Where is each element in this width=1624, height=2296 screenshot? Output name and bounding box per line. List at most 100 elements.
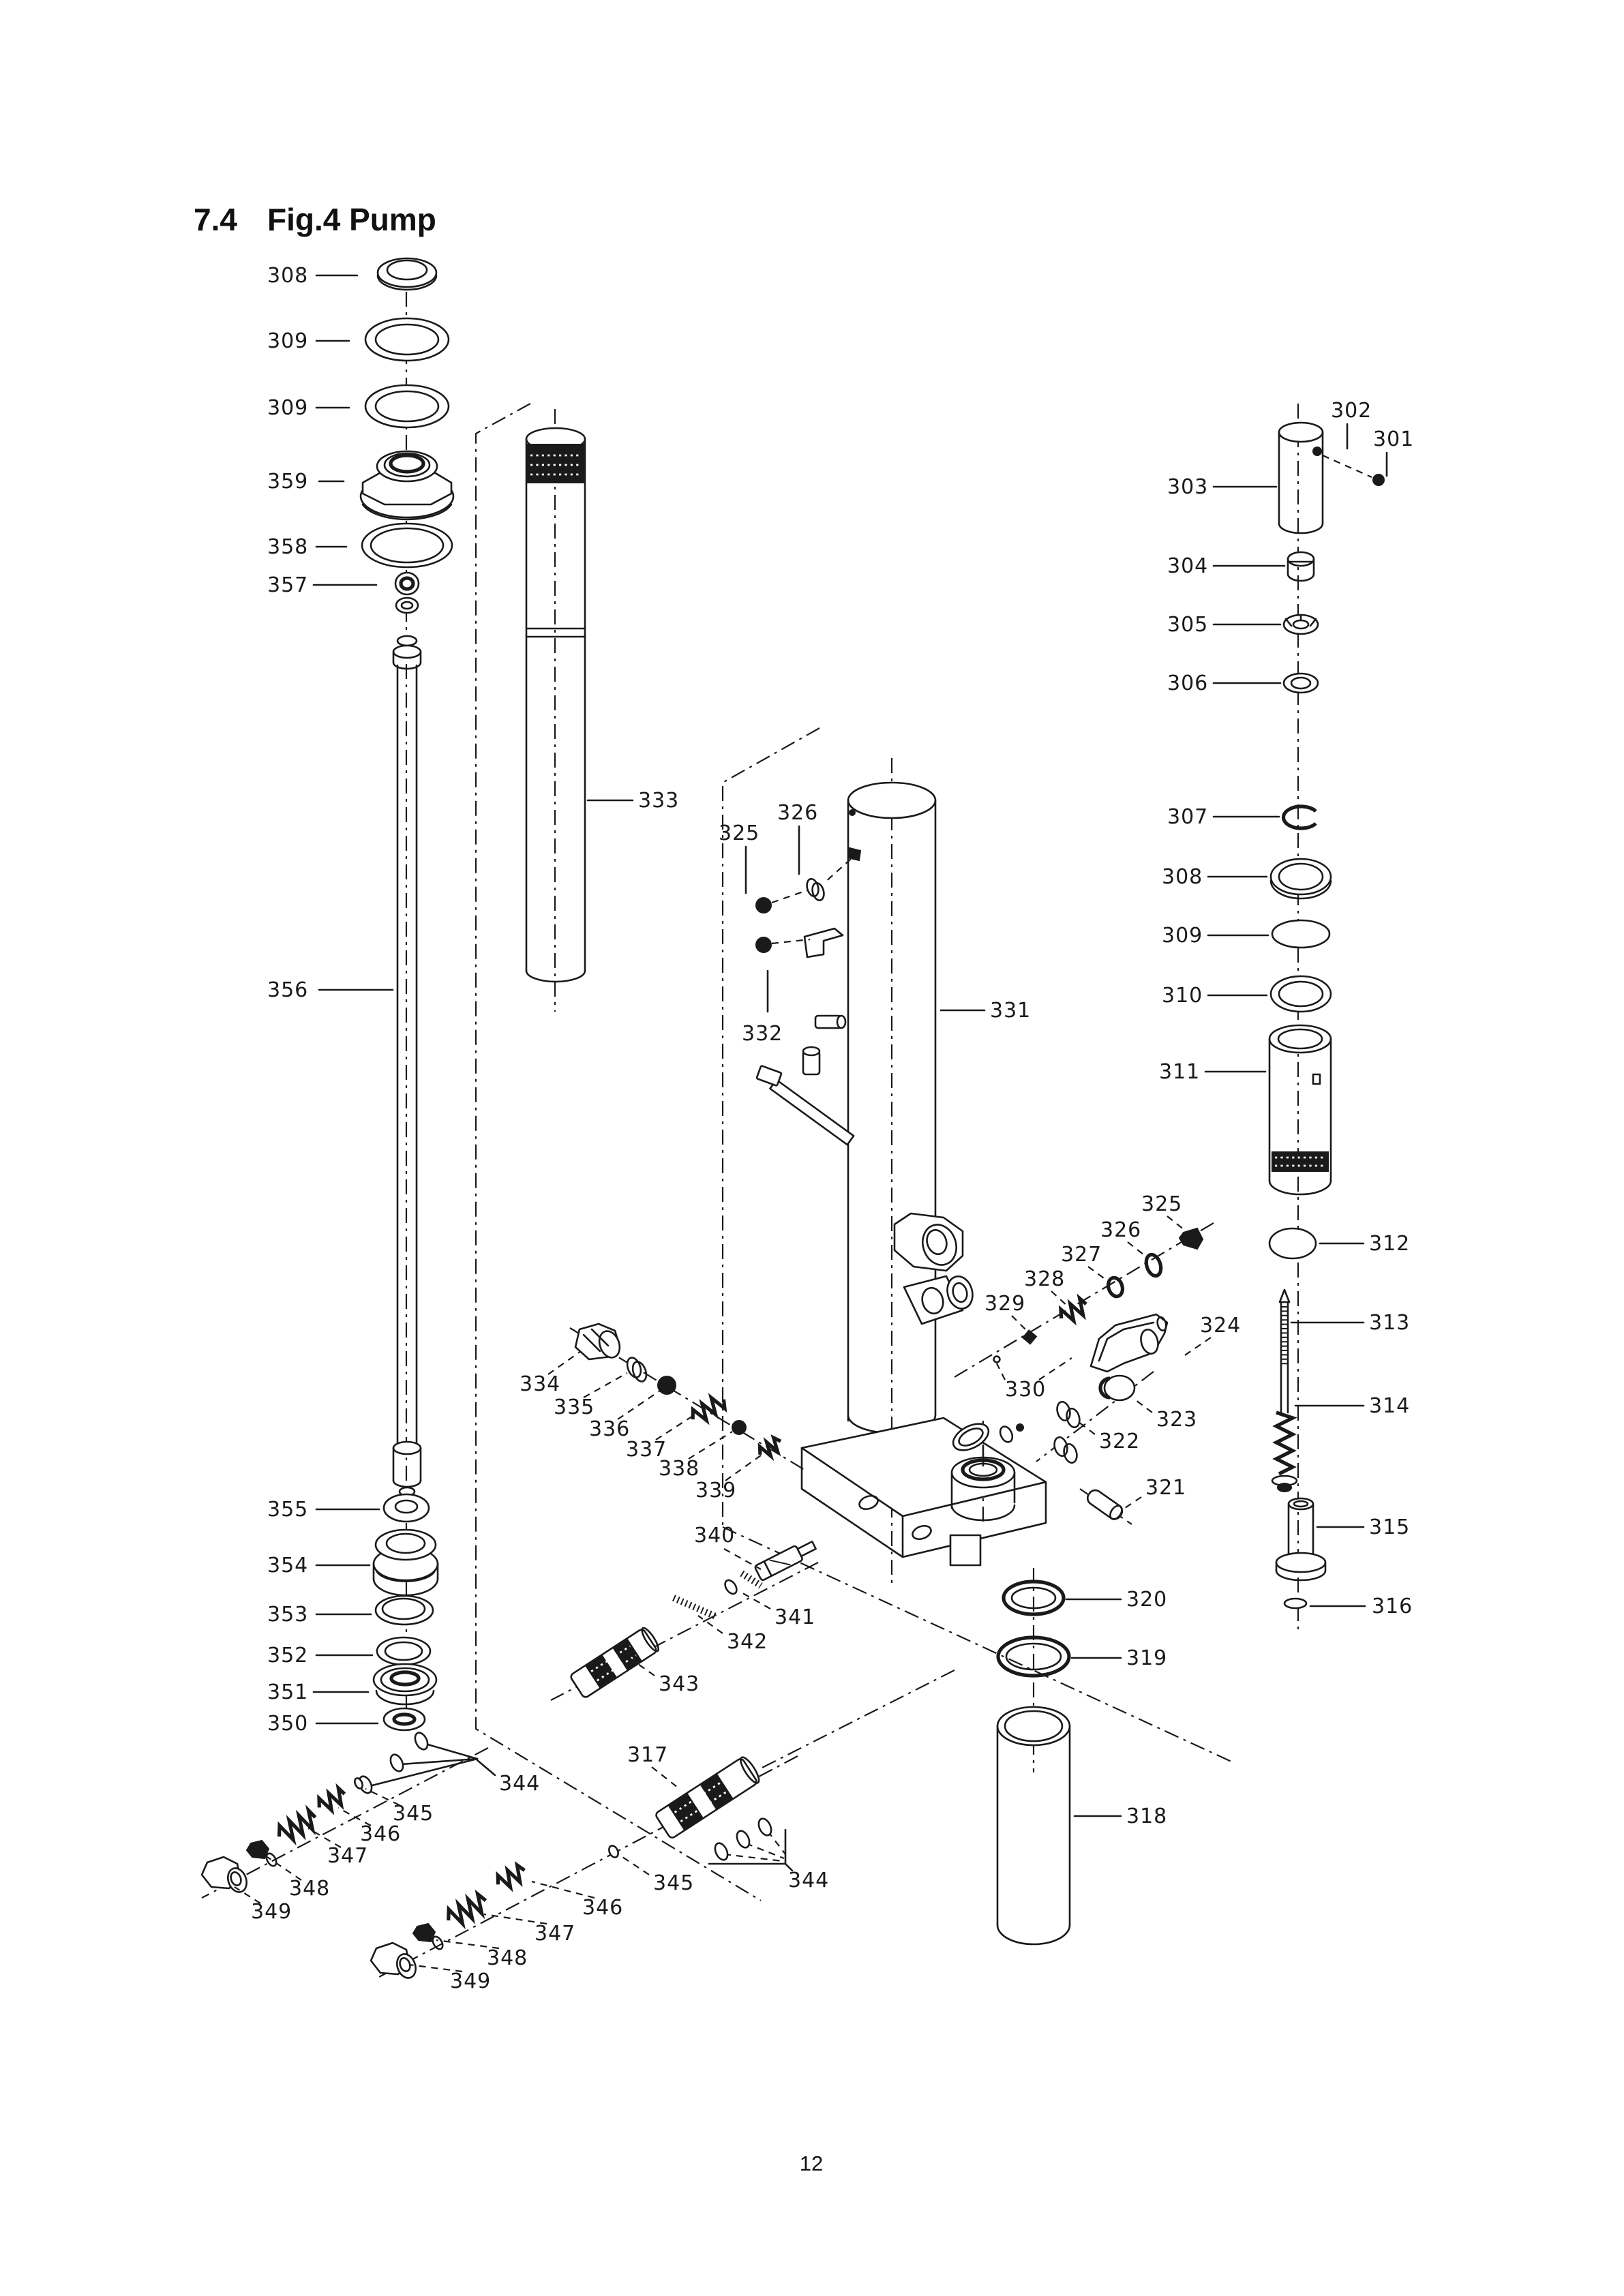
part-label-324-39: 324 <box>1200 1314 1241 1338</box>
part-label-303-18: 303 <box>1167 475 1208 499</box>
parts-332-linkage <box>755 1014 855 1146</box>
leader-line-339-49 <box>725 1453 764 1481</box>
part-label-318-69: 318 <box>1126 1804 1167 1828</box>
part-329-pin <box>1021 1329 1038 1345</box>
part-335-washer <box>626 1357 648 1383</box>
part-351-cup <box>372 1663 438 1706</box>
part-353-ring <box>374 1595 434 1626</box>
part-336-ball <box>657 1376 676 1395</box>
part-356-rod <box>392 635 422 1497</box>
part-label-306-23: 306 <box>1167 671 1208 695</box>
part-349b-plug <box>370 1942 417 1979</box>
leader-line-345-55 <box>365 1788 400 1806</box>
oring-344-b <box>389 1753 404 1772</box>
part-label-325-34: 325 <box>1141 1192 1182 1216</box>
part-301-screw <box>1372 474 1385 486</box>
part-304-bushing <box>1287 551 1315 582</box>
part-359-nut <box>359 450 455 521</box>
part-339-spring <box>757 1434 782 1462</box>
part-label-348-64: 348 <box>487 1946 528 1970</box>
part-333-cylinder <box>525 427 586 983</box>
leader-line-336-46 <box>617 1390 661 1420</box>
leader-line-349-65 <box>408 1963 463 1973</box>
part-label-326-15: 326 <box>777 801 818 825</box>
oring-344b-c <box>757 1817 772 1837</box>
part-label-344-54: 344 <box>499 1772 540 1796</box>
leader-line-341-51 <box>738 1590 771 1610</box>
leader-line-335-45 <box>583 1372 628 1398</box>
part-label-327-36: 327 <box>1061 1243 1102 1267</box>
page-title: Fig.4 Pump <box>267 202 436 237</box>
part-label-345-61: 345 <box>653 1871 694 1895</box>
bracket-326 <box>803 927 844 958</box>
part-labels: 3083093093593583573563553543533523513503… <box>234 264 1414 1993</box>
part-label-337-47: 337 <box>626 1438 667 1462</box>
boundary-line-center <box>721 727 820 1527</box>
part-label-326-35: 326 <box>1100 1218 1141 1242</box>
part-325-nut <box>1178 1227 1204 1250</box>
part-label-328-37: 328 <box>1024 1267 1065 1291</box>
nut-326 <box>847 847 862 862</box>
part-319-ring <box>996 1635 1071 1678</box>
part-355-washer <box>382 1493 430 1523</box>
part-306-ring <box>1282 672 1319 694</box>
leader-line-334-44 <box>547 1350 582 1375</box>
part-312-ring <box>1268 1227 1317 1260</box>
part-label-308-0: 308 <box>267 264 308 288</box>
leader-line-346-56 <box>337 1807 372 1826</box>
part-label-313-30: 313 <box>1369 1311 1410 1335</box>
fan-344-b <box>708 1817 787 1865</box>
part-317-valve <box>655 1756 760 1839</box>
part-309-ring-1 <box>364 317 450 362</box>
part-357-nut <box>394 571 420 614</box>
part-label-334-44: 334 <box>520 1372 560 1396</box>
part-label-346-62: 346 <box>582 1896 623 1920</box>
part-label-344-66: 344 <box>788 1869 829 1892</box>
part-348b-nut <box>412 1922 444 1950</box>
part-label-351-11: 351 <box>267 1680 308 1704</box>
part-318-cylinder <box>996 1706 1071 1946</box>
leader-line-328-37 <box>1051 1290 1068 1307</box>
leader-line-344-54 <box>476 1759 496 1777</box>
leader-line-325-34 <box>1167 1215 1188 1233</box>
part-347-spring <box>277 1804 317 1846</box>
part-330-ball <box>993 1355 1001 1363</box>
section-number: 7.4 <box>194 202 237 237</box>
leader-line-327-36 <box>1087 1266 1109 1282</box>
leader-line-317-60 <box>651 1766 678 1788</box>
part-label-340-50: 340 <box>694 1524 735 1547</box>
leader-line-337-47 <box>655 1412 699 1440</box>
part-label-301-20: 301 <box>1373 427 1414 451</box>
fan-344 <box>358 1732 479 1794</box>
part-label-355-7: 355 <box>267 1498 308 1522</box>
part-308-cap <box>376 257 438 291</box>
part-label-316-33: 316 <box>1372 1595 1413 1618</box>
part-label-350-12: 350 <box>267 1712 308 1736</box>
part-343-valve <box>570 1627 659 1698</box>
part-345b-ring <box>608 1845 619 1858</box>
oring-344-a <box>414 1732 429 1751</box>
part-342-screw <box>672 1595 719 1620</box>
part-label-332-16: 332 <box>742 1022 783 1046</box>
part-label-304-21: 304 <box>1167 554 1208 578</box>
part-324-yoke <box>1089 1313 1169 1373</box>
part-label-343-53: 343 <box>659 1672 700 1696</box>
part-label-309-1: 309 <box>267 329 308 353</box>
leader-line-348-64 <box>436 1939 500 1950</box>
part-341-ring <box>724 1579 738 1595</box>
part-label-331-17: 331 <box>990 999 1031 1023</box>
part-label-352-10: 352 <box>267 1644 308 1667</box>
part-label-346-56: 346 <box>360 1822 401 1846</box>
oring-344b-b <box>736 1830 751 1849</box>
parts-bottom-right <box>996 1580 1071 1946</box>
screw-325-b <box>755 937 772 953</box>
part-334-plug <box>574 1323 621 1361</box>
part-303-cylinder <box>1278 421 1324 534</box>
part-label-322-42: 322 <box>1099 1430 1140 1453</box>
part-310-ring <box>1269 975 1332 1013</box>
part-352-ring <box>376 1636 432 1666</box>
leader-line-323-41 <box>1135 1400 1153 1413</box>
leader-line-349-59 <box>234 1886 261 1904</box>
